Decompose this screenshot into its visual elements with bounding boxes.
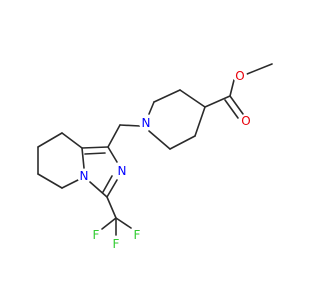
atom-labels: O O N N N F F F [77, 69, 253, 251]
bond-pip-c3-c2 [153, 89, 181, 103]
bond-pip-c4-c3 [179, 89, 206, 108]
bond-cf3-f-right [115, 217, 132, 229]
atom-n-piperidine: N [139, 116, 153, 130]
atom-o-methoxy-label: O [235, 69, 244, 83]
atom-n-imidazole-ring-label: N [118, 164, 127, 178]
atom-o-methoxy: O [233, 69, 247, 83]
bond-c3-n4 [89, 181, 108, 198]
bond-c8a-c8 [61, 132, 83, 149]
atom-f-right-label: F [134, 228, 141, 242]
bond-n-ch2 [119, 124, 141, 127]
bond-c3-cf3 [106, 196, 117, 219]
bond-methyl-o [246, 63, 273, 75]
atom-n-imidazole: N [77, 169, 91, 183]
bond-cf3-f-left [101, 217, 117, 230]
bonds [37, 63, 273, 236]
bond-pip-c6-c5 [169, 135, 196, 150]
bond-ch2-c1 [107, 124, 121, 148]
bond-c6-c5 [37, 173, 63, 189]
bond-c8-c7 [37, 132, 63, 148]
atom-o-carbonyl: O [239, 114, 253, 128]
atom-f-right: F [130, 228, 144, 242]
bond-pip-c5-c4 [194, 106, 206, 137]
bond-c1-c8a-b [84, 152, 106, 155]
bond-pip-c2-n [148, 101, 155, 115]
atom-f-bottom: F [109, 237, 123, 251]
atom-n-imidazole-ring: N [115, 164, 129, 178]
bond-carbonyl-double-b [224, 99, 239, 119]
bond-ester-to-ring [204, 95, 231, 108]
bond-c1-c8a-a [81, 146, 109, 149]
atom-f-left: F [89, 228, 103, 242]
bond-c5-n4 [61, 179, 79, 189]
bond-o-carbonyl-carbon [229, 79, 235, 97]
molecule-structure-diagram: O O N N N F F F [37, 63, 273, 251]
atom-n-imidazole-label: N [80, 169, 89, 183]
bond-carbonyl-double-a [229, 95, 244, 115]
atom-n-piperidine-label: N [142, 116, 151, 130]
atom-o-carbonyl-label: O [241, 114, 250, 128]
bond-c1-n2 [107, 146, 118, 163]
bond-pip-n-c6 [148, 130, 171, 150]
bond-n2-c3-a [106, 179, 118, 198]
atom-f-bottom-label: F [113, 237, 120, 251]
bond-n2-c3-b [102, 175, 113, 193]
bond-n4-c8a [81, 147, 85, 169]
atom-f-left-label: F [93, 228, 100, 242]
